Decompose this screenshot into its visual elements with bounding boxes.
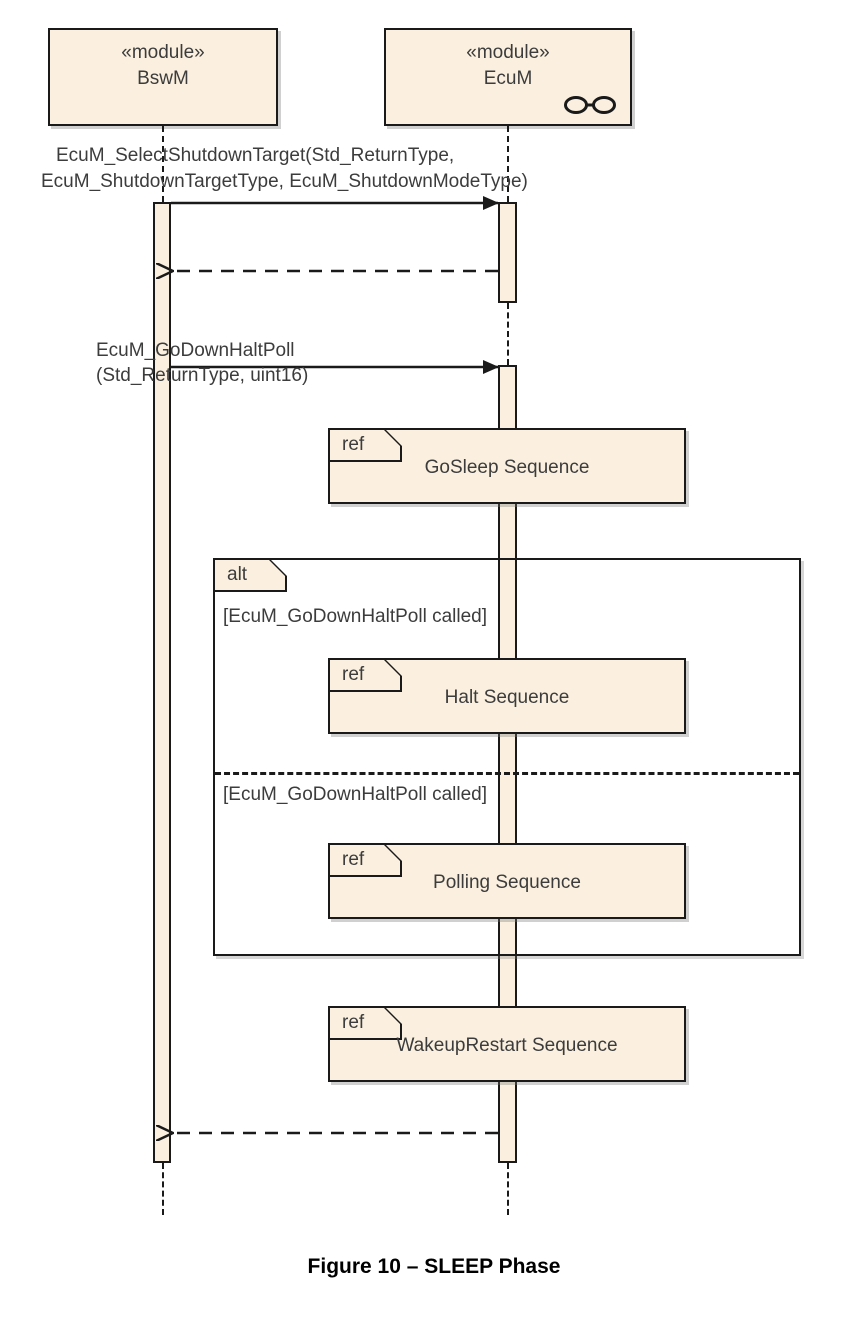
lifeline-stem-bswm-top — [162, 126, 164, 202]
lifeline-stereotype-bswm: «module» — [121, 42, 205, 63]
fragment-tag-label: ref — [342, 664, 365, 685]
lifeline-name-ecum: EcuM — [483, 68, 533, 89]
fragment-ref-title: Halt Sequence — [444, 687, 570, 708]
lifeline-name-bswm: BswM — [137, 68, 189, 89]
lifeline-stem-bswm-bottom — [162, 1163, 164, 1215]
fragment-ref-gosleep[interactable]: ref GoSleep Sequence — [328, 428, 686, 504]
fragment-ref-title: WakeupRestart Sequence — [396, 1035, 618, 1056]
fragment-ref-wakeuprestart[interactable]: ref WakeupRestart Sequence — [328, 1006, 686, 1082]
fragment-tag-alt: alt — [213, 558, 287, 592]
fragment-tag-ref-wakeuprestart: ref — [328, 1006, 402, 1040]
activation-bar-bswm — [153, 202, 171, 1163]
fragment-ref-title: GoSleep Sequence — [424, 457, 590, 478]
activation-bar-ecum-select — [498, 202, 517, 303]
alt-guard-2: [EcuM_GoDownHaltPoll called] — [223, 784, 488, 805]
lifeline-head-bswm[interactable]: «module» BswM — [48, 28, 278, 126]
fragment-tag-label: ref — [342, 434, 365, 455]
alt-guard-1: [EcuM_GoDownHaltPoll called] — [223, 606, 488, 627]
fragment-tag-ref-gosleep: ref — [328, 428, 402, 462]
message-label-godownhaltpoll-line1: EcuM_GoDownHaltPoll — [96, 340, 295, 361]
fragment-tag-ref-halt: ref — [328, 658, 402, 692]
fragment-ref-polling[interactable]: ref Polling Sequence — [328, 843, 686, 919]
message-label-godownhaltpoll-line2: (Std_ReturnType, uint16) — [96, 365, 309, 386]
fragment-tag-label: ref — [342, 1012, 365, 1033]
lifeline-stem-ecum-mid — [507, 303, 509, 365]
ball-and-socket-icon — [564, 96, 616, 114]
lifeline-stem-ecum-bottom — [507, 1163, 509, 1215]
fragment-tag-label: alt — [227, 564, 248, 585]
activation-bar-ecum-godown — [498, 365, 517, 1163]
fragment-ref-halt[interactable]: ref Halt Sequence — [328, 658, 686, 734]
message-label-select-shutdown-target-line2: EcuM_ShutdownTargetType, EcuM_ShutdownMo… — [41, 171, 528, 192]
fragment-tag-label: ref — [342, 849, 365, 870]
figure-caption: Figure 10 – SLEEP Phase — [307, 1255, 561, 1278]
alt-operand-divider — [215, 772, 799, 775]
fragment-alt-halt-poll[interactable]: alt [EcuM_GoDownHaltPoll called] [EcuM_G… — [213, 558, 801, 956]
lifeline-stem-ecum-top — [507, 126, 509, 202]
message-label-select-shutdown-target-line1: EcuM_SelectShutdownTarget(Std_ReturnType… — [56, 145, 455, 166]
fragment-ref-title: Polling Sequence — [433, 872, 581, 893]
lifeline-head-ecum[interactable]: «module» EcuM — [384, 28, 632, 126]
fragment-tag-ref-polling: ref — [328, 843, 402, 877]
lifeline-stereotype-ecum: «module» — [466, 42, 550, 63]
